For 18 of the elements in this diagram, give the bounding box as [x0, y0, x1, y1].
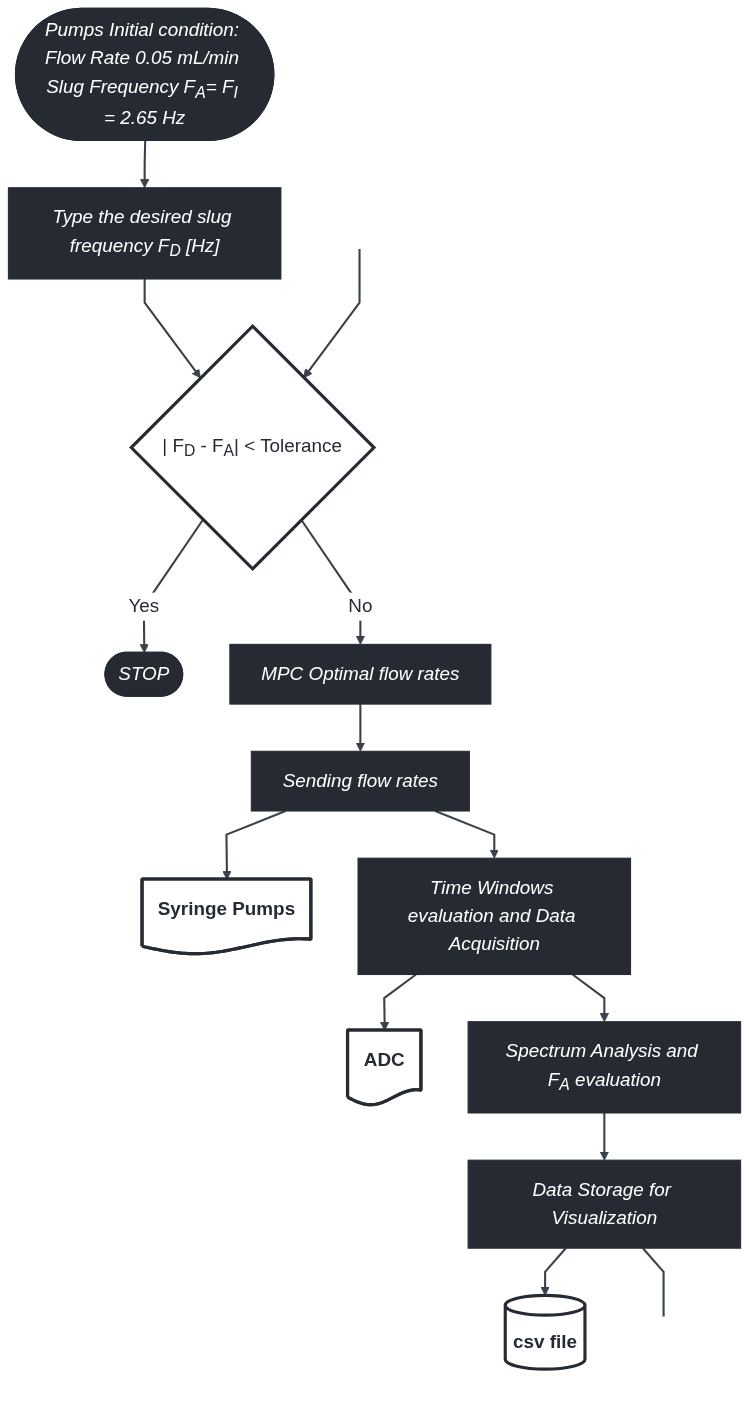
arrow — [599, 1113, 609, 1161]
edge-label: No — [348, 595, 373, 617]
node-diamond: | F$_{D}$ - F$_{A}$| < Tolerance — [129, 323, 377, 572]
arrow — [571, 973, 609, 1023]
edge-label: Yes — [128, 595, 160, 617]
node-box: Data Storage for Visualization — [467, 1159, 742, 1249]
node-box: Type the desired slug frequency F$_{D}$ [Hz] — [7, 187, 282, 280]
node-box: Time Windows evaluation and Data Acquisition — [357, 857, 632, 976]
arrow — [140, 141, 150, 189]
arrow — [143, 279, 201, 379]
arrow — [355, 704, 365, 752]
arrow — [434, 810, 499, 859]
node-box: Sending flow rates — [250, 750, 470, 812]
node-box: MPC Optimal flow rates — [229, 643, 492, 705]
arrow — [303, 249, 361, 379]
arrow — [540, 1247, 567, 1296]
connector — [642, 1247, 665, 1317]
node-box: Spectrum Analysis and F$_{A}$ evaluation — [467, 1021, 742, 1114]
